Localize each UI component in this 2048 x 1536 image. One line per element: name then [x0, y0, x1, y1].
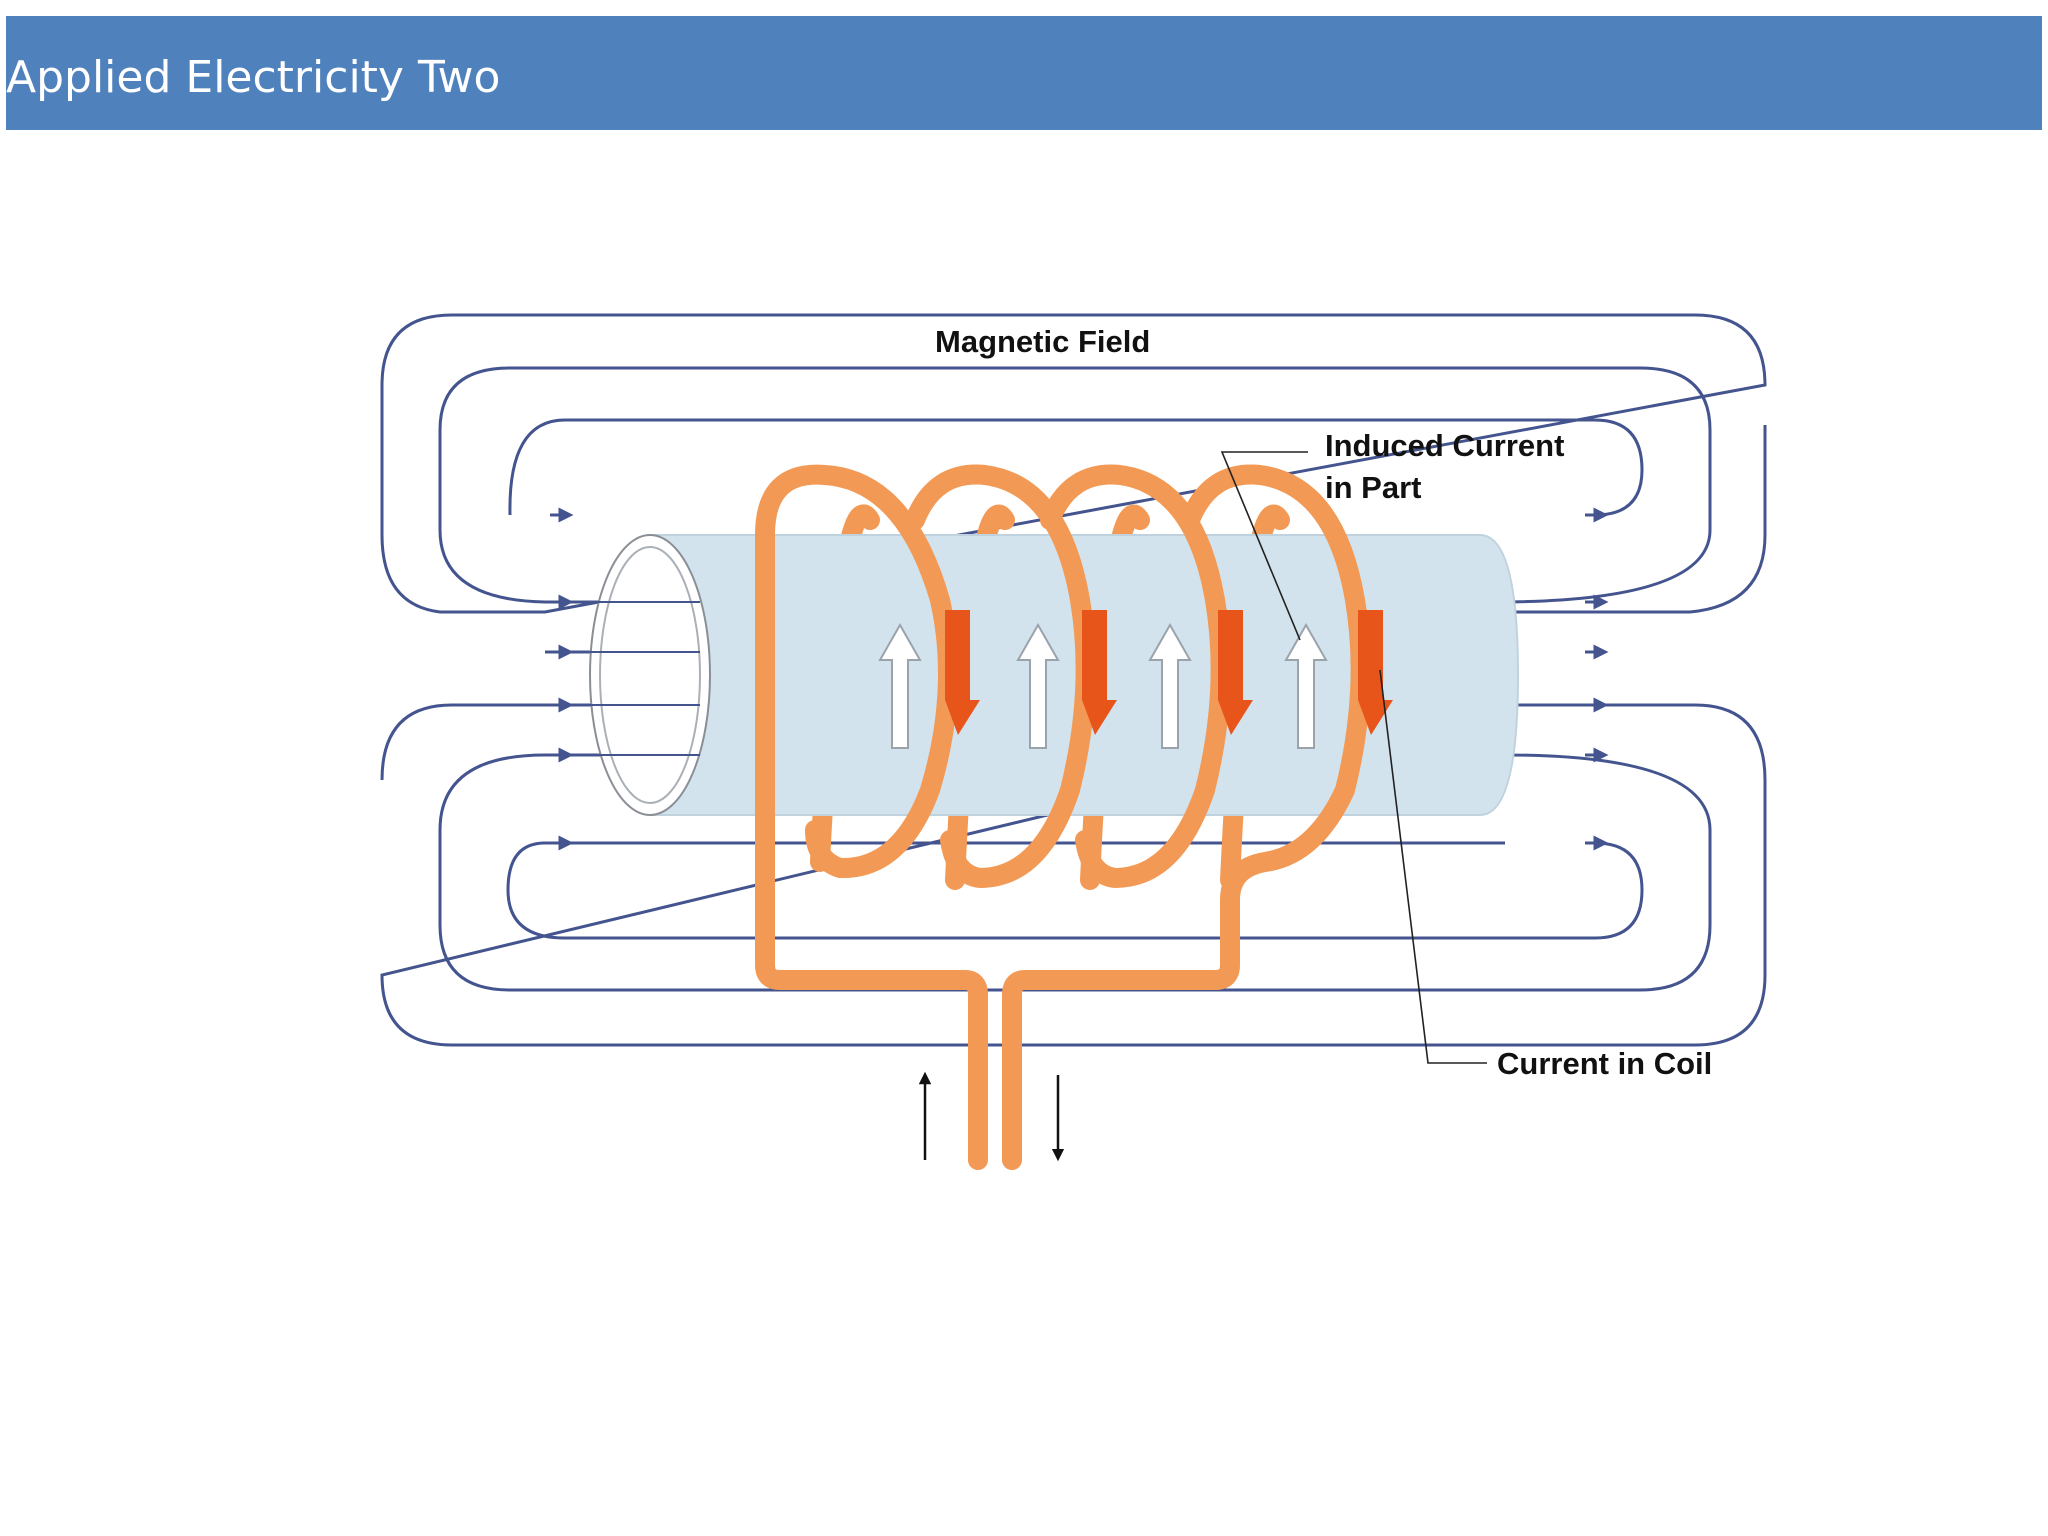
- page-title: Applied Electricity Two: [6, 52, 501, 103]
- induced-arrow-3: [1148, 622, 1192, 749]
- leader-current-in-coil: [1379, 669, 1487, 1064]
- induced-arrow-4: [1284, 622, 1328, 749]
- field-loop-upper-inner: [508, 418, 1644, 517]
- field-direction-arrows: [550, 507, 1609, 851]
- induced-current-arrows: [878, 622, 1328, 749]
- coil-current-arrow-2: [1082, 610, 1117, 735]
- label-induced-current-line1: Induced Current: [1325, 428, 1564, 463]
- cylinder-end-field-lines: [590, 601, 700, 756]
- lead-current-arrows: [918, 1071, 1065, 1162]
- leader-lines: [1220, 451, 1487, 1064]
- induced-arrow-1: [878, 622, 922, 749]
- label-induced-current-line2: in Part: [1325, 470, 1421, 505]
- coil-current-arrow-3: [1218, 610, 1253, 735]
- coil-lead-right: [1002, 890, 1240, 1170]
- cylinder-end-inner: [599, 546, 701, 804]
- induced-arrow-2: [1016, 622, 1060, 749]
- field-loop-upper-middle: [438, 366, 1712, 604]
- field-loop-lower-outer: [380, 703, 1767, 1047]
- coil-current-arrow-1: [945, 610, 980, 735]
- header-bar: [6, 16, 2042, 130]
- leader-induced-current: [1220, 451, 1308, 641]
- coil-lead-left: [755, 525, 988, 1170]
- field-loop-lower-middle: [438, 753, 1712, 992]
- label-current-in-coil: Current in Coil: [1497, 1046, 1712, 1081]
- field-loop-upper-outer: [380, 313, 1767, 614]
- label-magnetic-field: Magnetic Field: [935, 324, 1150, 359]
- field-loop-lower-inner: [506, 841, 1644, 940]
